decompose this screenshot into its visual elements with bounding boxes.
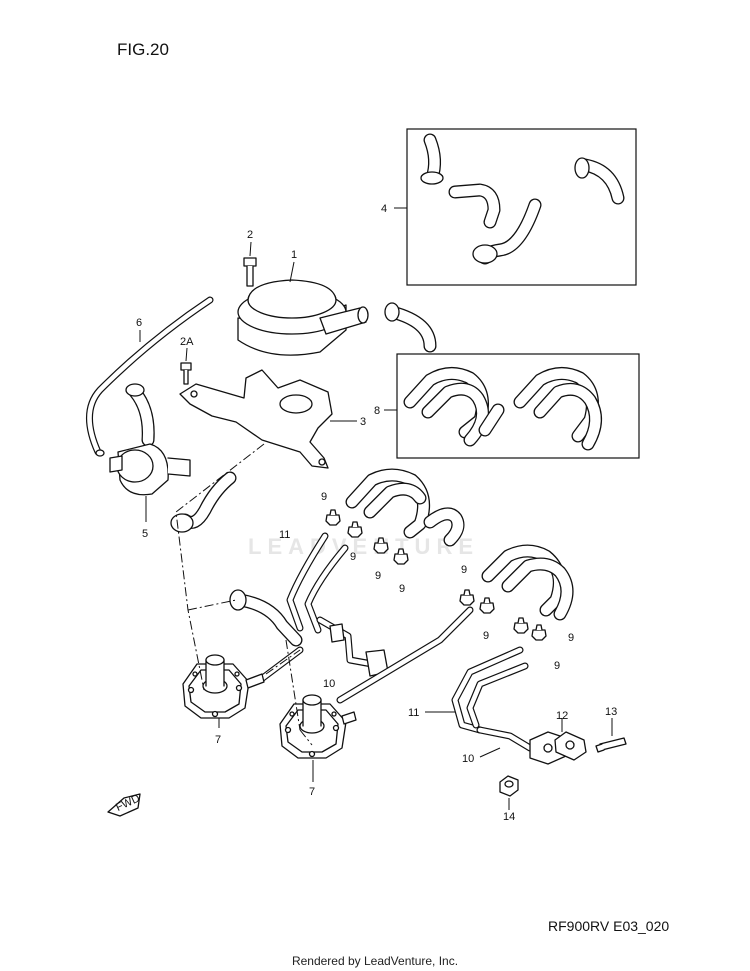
callout-10-right: 10 [462,753,474,765]
callout-9-a: 9 [321,491,327,503]
inset-box-4 [406,128,637,286]
part-11-pipe-left [286,532,349,634]
part-11-pipe-right [451,646,529,734]
callout-9-g: 9 [568,632,574,644]
callout-14: 14 [503,811,515,823]
part-7-cover-left [182,654,265,719]
fwd-arrow: FWD [107,792,142,817]
callout-8: 8 [374,405,380,417]
part-6-hose [86,296,214,457]
callout-4: 4 [381,203,387,215]
alignment-lines [175,443,313,746]
callout-9-b: 9 [350,551,356,563]
hose-curved [229,589,303,647]
part-5-valve [109,383,191,496]
part-1-air-valve [237,279,437,356]
callout-12: 12 [556,710,568,722]
hose-near-5 [170,471,237,533]
callout-9-h: 9 [554,660,560,672]
callout-6: 6 [136,317,142,329]
callout-11-right: 11 [408,707,419,719]
callout-labels: 1 2 2A 3 4 5 6 7 7 8 9 9 9 9 9 9 9 9 10 … [136,203,617,823]
callout-5: 5 [142,528,148,540]
part-7-cover-right [279,694,357,759]
inset-box-8 [396,353,640,459]
u-hoses-right [481,544,574,621]
callout-10-left: 10 [323,678,335,690]
callout-13: 13 [605,706,617,718]
figure-title: FIG.20 [117,40,169,59]
hose-set-4 [420,133,625,265]
leader-lines [139,207,613,810]
callout-9-f: 9 [483,630,489,642]
callout-7-left: 7 [215,734,221,746]
part-10-pipe-right [476,726,567,765]
part-2-bolt [243,257,257,287]
part-12-gasket [554,731,587,761]
part-2a-bolt [180,362,192,385]
part-13-stud [595,737,627,753]
callout-9-d: 9 [399,583,405,595]
hose-set-8 [403,367,602,451]
callout-1: 1 [291,249,297,261]
part-10-pipe-left [316,616,389,677]
callout-7-right: 7 [309,786,315,798]
watermark: LEADVENTURE [248,534,480,559]
callout-9-e: 9 [461,564,467,576]
footer-credit: Rendered by LeadVenture, Inc. [291,954,459,968]
part-3-bracket [179,369,333,469]
callout-2: 2 [247,229,253,241]
callout-9-c: 9 [375,570,381,582]
long-pipes [256,606,474,704]
callout-2a: 2A [180,336,194,348]
callout-3: 3 [360,416,366,428]
part-14-nut [499,775,519,797]
u-hoses-upper [345,468,465,547]
diagram-code: RF900RV E03_020 [548,918,670,934]
callout-11-left: 11 [279,529,290,541]
